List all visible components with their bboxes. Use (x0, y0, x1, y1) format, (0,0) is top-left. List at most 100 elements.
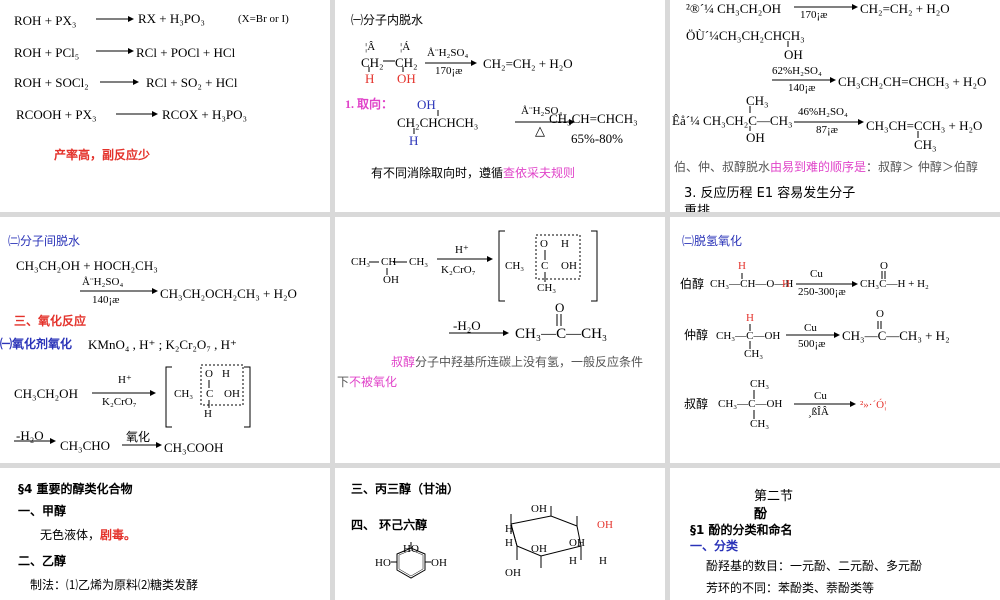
h-plus: H⁺ (455, 244, 469, 256)
tertiary-product: CH₃CH=CCH₃ + H₂O (866, 118, 983, 133)
h-plus: H⁺ (118, 374, 132, 386)
reaction-2-products: RCl + POCl + HCl (136, 45, 236, 60)
tertiary-oh: OH (746, 130, 765, 145)
ethanol: CH₃CH₂OH (14, 386, 78, 401)
minus-water: -H₂O (453, 318, 481, 333)
bracket-h: H (222, 368, 230, 380)
primary-formula: CH₃—CH—O—H (710, 278, 794, 290)
butanol-chain: CH₂CHCHCH₃ (397, 115, 479, 130)
primary-temp: 170¡æ (800, 9, 828, 21)
zaitsev-rule: 有不同消除取向时，遵循查依采夫规则 (371, 166, 576, 180)
product-ethylene: CH₂=CH₂ + H₂O (483, 56, 573, 71)
yield-range: 65%-80% (571, 131, 623, 146)
oxidation-label: 氧化 (126, 430, 151, 444)
panel-tertiary-oxidation: CH₃ CH CH₃ OH H⁺ K₂CrO₇ O H CH₃ C OH CH₃… (335, 217, 665, 463)
alpha-label: ¦Á (400, 41, 411, 53)
tertiary-ch3-top: CH₃ (750, 378, 770, 390)
ether-reactants: CH₃CH₂OH + HOCH₂CH₃ (16, 258, 158, 273)
ketone-o: O (876, 308, 884, 320)
ethanol-preparation: 制法：⑴乙烯为原料⑵糖类发酵 (30, 578, 199, 592)
bracket-ch3: CH₃ (174, 388, 194, 400)
dichromate: K₂CrO₇ (102, 396, 137, 408)
panel-important-alcohols: §4 重要的醇类化合物 一、甲醇 无色液体，剧毒。 二、乙醇 制法：⑴乙烯为原料… (0, 468, 330, 600)
secondary-temp: 140¡æ (788, 82, 816, 94)
ring-h-1: H (505, 523, 513, 535)
bracket-c: C (541, 260, 549, 272)
reaction-4-products: RCOX + H₃PO₃ (162, 107, 248, 122)
panel-intramolecular-dehydration: ㈠分子内脱水 ¦Â ¦Á CH₂ CH₂ H OH Å¨H₂SO₄ 170¡æ … (335, 0, 665, 212)
chapter-title: 第二节 (754, 489, 794, 504)
orientation-label: 1. 取向： (345, 97, 394, 111)
primary-label: 伯醇 (680, 277, 705, 291)
reaction-1-reactants: ROH + PX₃ (14, 13, 77, 28)
condition-acid: Å¨H₂SO₄ (427, 47, 469, 59)
panel4-lines (14, 288, 251, 448)
tertiary-temp: 87¡æ (816, 124, 838, 136)
ch3-left: CH₃ (351, 256, 371, 268)
panel6-lines (741, 271, 886, 419)
ring-ho-1: HO (403, 543, 419, 555)
ch3-right: CH₃ (409, 256, 429, 268)
no-reaction: ²»·´Ó¦ (860, 399, 887, 411)
section-heading: §4 重要的醇类化合物 (18, 482, 133, 496)
reaction-1-note: (X=Br or I) (238, 13, 289, 25)
panel-halogenation: ROH + PX₃ RX + H₃PO₃ (X=Br or I) ROH + P… (0, 0, 330, 212)
tertiary-ch3-bottom: CH₃ (750, 418, 770, 430)
minus-water: -H₂O (16, 428, 44, 443)
classification-by-ring: 芳环的不同：苯酚类、萘酚类等 (706, 581, 875, 595)
reaction-3-products: RCl + SO₂ + HCl (146, 75, 238, 90)
reaction-2-reactants: ROH + PCl₅ (14, 45, 80, 60)
ring-h-4: H (505, 537, 513, 549)
mechanism-line-2: 重排 (684, 204, 711, 212)
panel-intermolecular-oxidation: ㈡分子间脱水 CH₃CH₂OH + HOCH₂CH₃ Å¨H₂SO₄ 140¡æ… (0, 217, 330, 463)
reaction-3-reactants: ROH + SOCl₂ (14, 75, 89, 90)
aldehyde-o: O (880, 260, 888, 272)
section-heading: ㈡脱氢氧化 (682, 234, 743, 248)
secondary-alcohol: ÖÙ´¼CH₃CH₂CHCH₃ (686, 28, 805, 43)
secondary-formula: CH₃—C—OH (716, 330, 781, 342)
bracket-h-bottom: H (204, 408, 212, 420)
panel-dehydrogenation: ㈡脱氢氧化 伯醇 H CH₃—CH—O—H H Cu 250-300¡æ O C… (670, 217, 1000, 463)
oxidant-heading: ㈠氧化剂氧化 (0, 337, 73, 351)
bracket-oh: OH (561, 260, 577, 272)
panel-phenol-classification: 第二节 酚 §1 酚的分类和命名 一、分类 酚羟基的数目：一元酚、二元酚、多元酚… (670, 468, 1000, 600)
ether-temp: 140¡æ (92, 294, 120, 306)
secondary-product: CH₃CH₂CH=CHCH₃ + H₂O (838, 74, 987, 89)
ring-ho-2: HO (375, 557, 391, 569)
product-butene: CH₃CH=CHCH₃ (549, 111, 638, 126)
bracket-oh: OH (224, 388, 240, 400)
ring-h-3: H (599, 555, 607, 567)
hydrogen-label: H (365, 71, 375, 86)
tertiary-formula: CH₃—C—OH (718, 398, 783, 410)
secondary-label: 仲醇 (684, 328, 709, 342)
mechanism-line: 3. 反应历程 E1 容易发生分子 (684, 186, 856, 201)
inositol-heading: 四、 环己六醇 (351, 518, 428, 532)
ring-h-2: H (569, 555, 577, 567)
primary-h-top: H (738, 260, 746, 272)
secondary-h: H (746, 312, 754, 324)
dehydration-order: 伯、仲、叔醇脱水由易到难的顺序是：叔醇＞ 仲醇＞伯醇 (674, 160, 978, 174)
ring-oh-red: OH (597, 519, 613, 531)
beta-label: ¦Â (365, 41, 376, 53)
reaction-1-products: RX + H₃PO₃ (138, 11, 205, 26)
acetic-acid: CH₃COOH (164, 440, 224, 455)
section-heading: ㈠分子内脱水 (351, 13, 424, 27)
ch2-right: CH₂ (395, 55, 418, 70)
section-heading: §1 酚的分类和命名 (690, 523, 793, 537)
tertiary-condition: ¸ßÎÂ (808, 406, 829, 418)
tertiary-alcohol: Êå´¼ CH₃CH₂C—CH₃ (672, 113, 793, 128)
hydroxyl-label: OH (397, 71, 416, 86)
ketone-o: O (555, 300, 565, 315)
heat-symbol: △ (535, 123, 545, 138)
yield-note: 产率高，副反应少 (54, 148, 151, 162)
methanol-desc: 无色液体，剧毒。 (40, 528, 137, 542)
bracket-ch3: CH₃ (505, 260, 525, 272)
bracket-c: C (206, 388, 214, 400)
acetone: CH₃—C—CH₃ (515, 326, 608, 342)
oh-below: OH (383, 274, 399, 286)
primary-alcohol: ²®´¼ CH₃CH₂OH (686, 1, 782, 16)
ring-oh-2: OH (531, 543, 547, 555)
primary-product: CH₂=CH₂ + H₂O (860, 1, 950, 16)
acetaldehyde: CH₃CHO (60, 438, 111, 453)
secondary-temp: 500¡æ (798, 338, 826, 350)
